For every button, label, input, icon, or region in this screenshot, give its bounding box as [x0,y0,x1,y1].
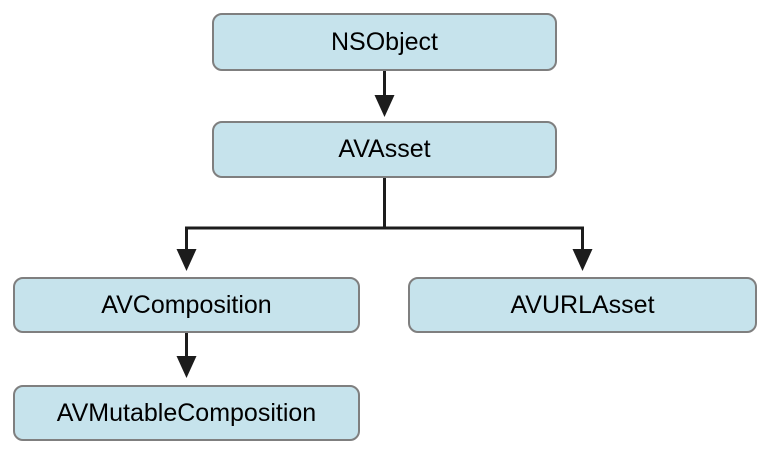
node-avcomposition: AVComposition [13,277,360,333]
node-label: AVAsset [338,135,431,163]
node-avasset: AVAsset [212,121,557,178]
node-label: NSObject [331,27,438,56]
node-avurlasset: AVURLAsset [408,277,757,333]
arrow-avasset-to-avcomposition [176,226,197,271]
arrow-avasset-to-avurlasset [572,226,593,271]
node-label: AVMutableComposition [56,398,317,427]
arrow-nsobject-to-avasset [374,69,395,117]
node-label: AVComposition [101,290,272,319]
connector-avasset-branch [185,175,584,230]
arrow-avcomposition-to-avmutablecomposition [176,331,197,378]
node-avmutablecomposition: AVMutableComposition [13,385,360,441]
node-nsobject: NSObject [212,13,557,71]
node-label: AVURLAsset [510,290,655,319]
